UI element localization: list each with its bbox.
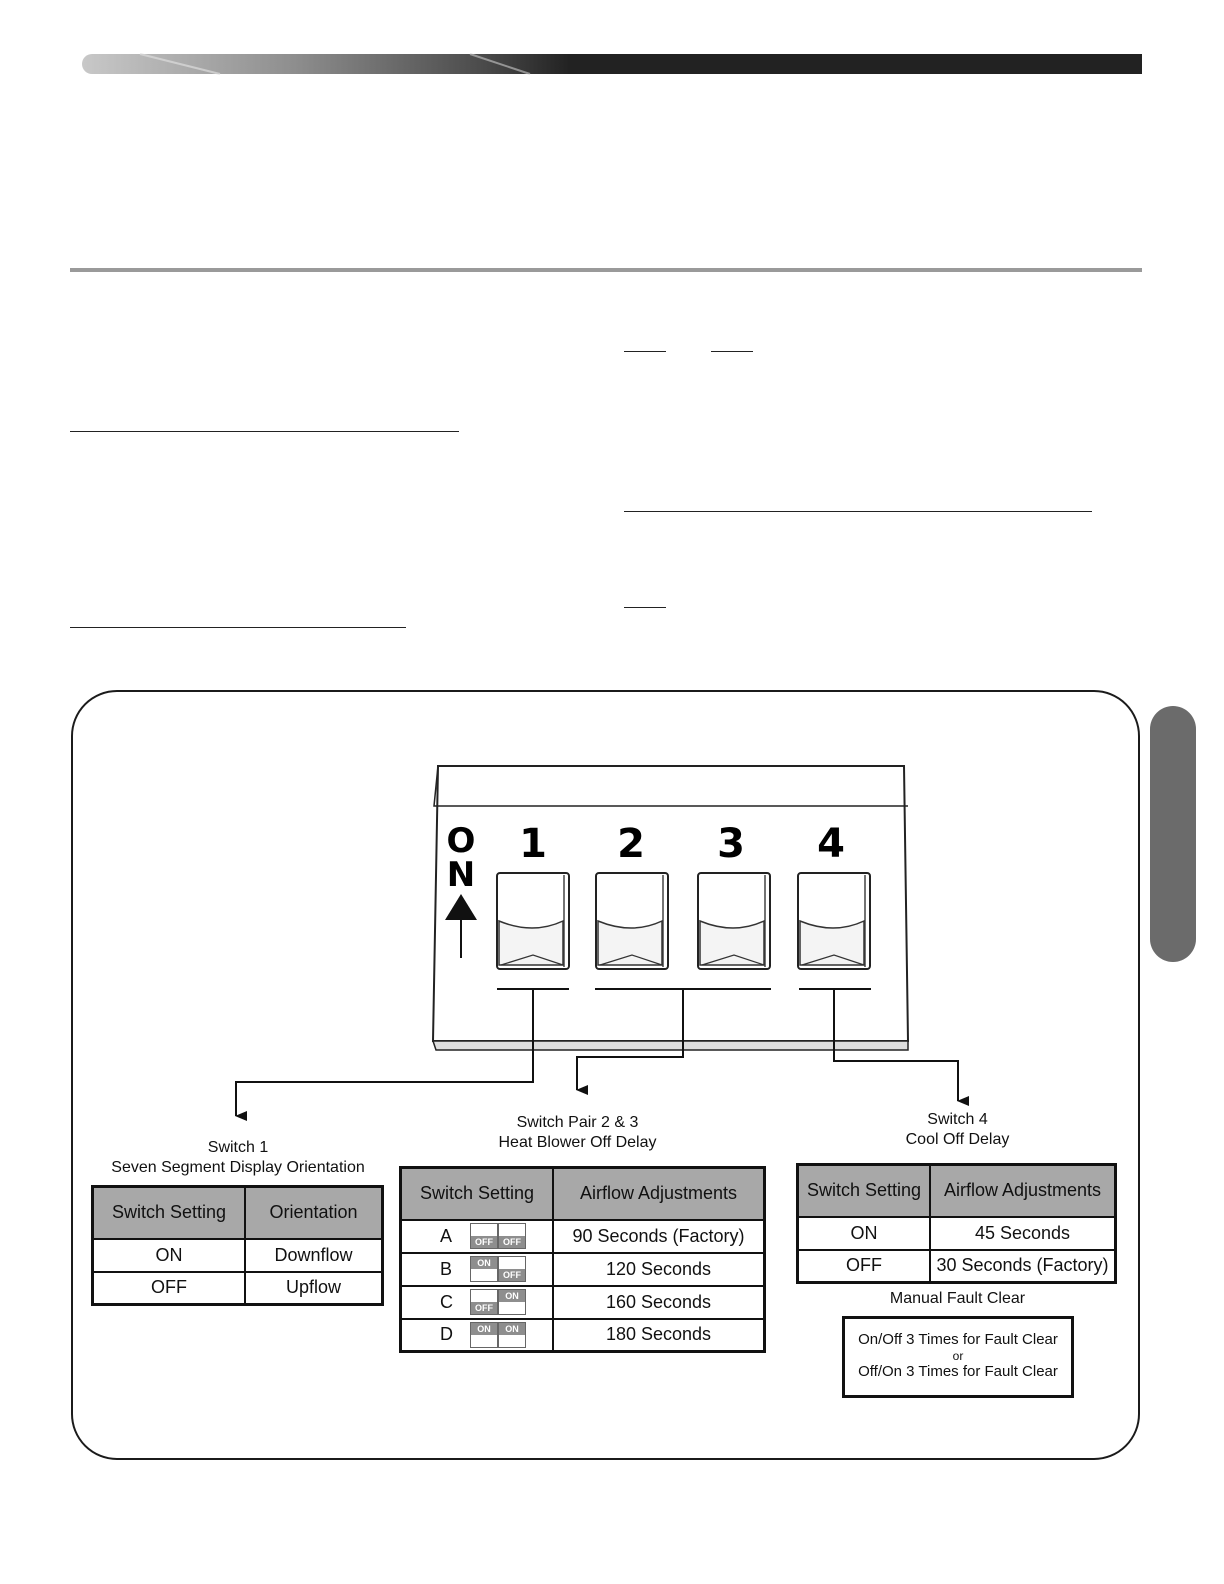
- dip-state-label: ON: [471, 1257, 497, 1269]
- dip-state-label: ON: [471, 1322, 497, 1335]
- underline-mark: [624, 607, 666, 608]
- figure-panel: [71, 690, 1140, 1460]
- switch1-title: Switch 1: [207, 1139, 269, 1156]
- setting-letter: C: [440, 1291, 453, 1312]
- table-cell: 45 Seconds: [929, 1215, 1117, 1251]
- dip-state-label: OFF: [471, 1236, 497, 1248]
- dip-toggle-2: [595, 872, 669, 970]
- switch1-subtitle: Seven Segment Display Orientation: [111, 1159, 365, 1176]
- table-row: OFF 30 Seconds (Factory): [796, 1248, 1117, 1284]
- dip-toggles: [496, 872, 871, 970]
- fault-line-3: Off/On 3 Times for Fault Clear: [858, 1363, 1058, 1380]
- fault-line-1: On/Off 3 Times for Fault Clear: [858, 1331, 1058, 1348]
- setting-letter: A: [440, 1225, 453, 1246]
- switch-number-4: 4: [817, 821, 845, 867]
- table-header: Airflow Adjustments: [552, 1166, 766, 1221]
- connector-lines: [235, 988, 969, 1121]
- underline-mark: [711, 351, 753, 352]
- table-cell: ON: [91, 1237, 246, 1273]
- switch4-table: Switch Setting Airflow Adjustments ON 45…: [796, 1163, 1117, 1284]
- table-cell: 90 Seconds (Factory): [552, 1218, 766, 1254]
- switch4-subtitle: Cool Off Delay: [905, 1131, 1010, 1148]
- switch1-table: Switch Setting Orientation ON Downflow O…: [91, 1185, 384, 1306]
- switch-number-3: 3: [717, 821, 745, 867]
- underline-mark: [624, 511, 1092, 512]
- dip-toggle-3: [697, 872, 771, 970]
- dip-state-label: OFF: [499, 1269, 525, 1281]
- table-header: Switch Setting: [91, 1185, 246, 1240]
- dip-toggle-4: [797, 872, 871, 970]
- dip-state-label: OFF: [471, 1302, 497, 1314]
- header-bar: [82, 53, 1142, 75]
- underline-mark: [624, 351, 666, 352]
- table-cell: 160 Seconds: [552, 1284, 766, 1320]
- setting-letter: D: [440, 1324, 453, 1345]
- switch23-title: Switch Pair 2 & 3: [516, 1114, 639, 1131]
- up-arrow-icon: [445, 894, 477, 920]
- dip-state-label: OFF: [499, 1236, 525, 1248]
- switch23-subtitle: Heat Blower Off Delay: [498, 1134, 657, 1151]
- fault-line-2: or: [952, 1349, 964, 1363]
- switch-number-2: 2: [617, 821, 645, 867]
- table-header: Airflow Adjustments: [929, 1163, 1117, 1218]
- table-cell: 120 Seconds: [552, 1251, 766, 1287]
- table-row: ON Downflow: [91, 1237, 384, 1273]
- underline-mark: [70, 431, 459, 432]
- underline-mark: [70, 627, 406, 628]
- table-cell: ON: [796, 1215, 931, 1251]
- fault-title: Manual Fault Clear: [889, 1290, 1026, 1307]
- table-cell: Downflow: [244, 1237, 384, 1273]
- fault-clear-box: On/Off 3 Times for Fault Clear or Off/On…: [842, 1316, 1074, 1398]
- switch-number-1: 1: [519, 821, 547, 867]
- on-label-o: O: [447, 821, 476, 861]
- table-cell: Upflow: [244, 1270, 384, 1306]
- table-cell: OFF: [91, 1270, 246, 1306]
- table-header: Orientation: [244, 1185, 384, 1240]
- side-tab: [1150, 706, 1196, 962]
- dip-switch-body: [431, 765, 910, 1051]
- table-cell: 30 Seconds (Factory): [929, 1248, 1117, 1284]
- setting-letter: B: [440, 1258, 453, 1279]
- section-divider: [70, 268, 1142, 272]
- table-row: ON 45 Seconds: [796, 1215, 1117, 1251]
- switch4-title: Switch 4: [927, 1111, 988, 1128]
- table-cell: 180 Seconds: [552, 1317, 766, 1353]
- dip-state-label: ON: [499, 1290, 525, 1302]
- dip-toggle-1: [496, 872, 570, 970]
- table-header: Switch Setting: [399, 1166, 554, 1221]
- on-indicator: O N: [445, 821, 477, 958]
- dip-state-label: ON: [499, 1322, 525, 1335]
- table-header: Switch Setting: [796, 1163, 931, 1218]
- table-row: OFF Upflow: [91, 1270, 384, 1306]
- on-label-n: N: [447, 855, 475, 895]
- table-cell: OFF: [796, 1248, 931, 1284]
